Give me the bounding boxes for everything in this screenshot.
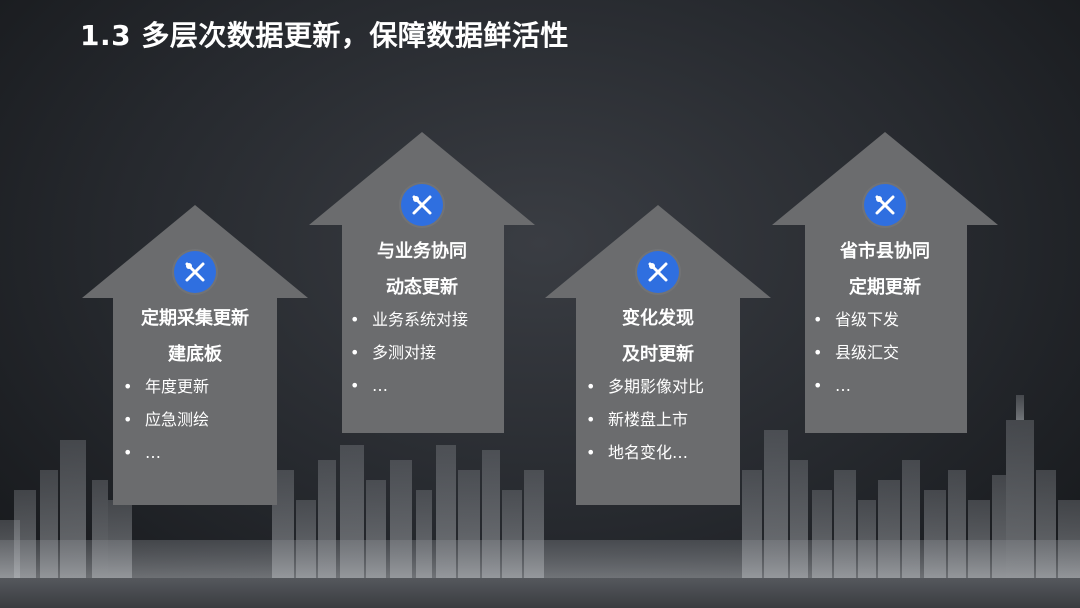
tools-icon <box>637 251 679 293</box>
list-item: 年度更新 <box>119 370 308 403</box>
bullet-list: 年度更新 应急测绘 … <box>119 370 308 469</box>
house-heading: 省市县协同 定期更新 <box>840 241 930 298</box>
tools-icon <box>864 184 906 226</box>
house-card-2: 与业务协同 动态更新 业务系统对接 多测对接 … <box>309 132 535 433</box>
list-item: 新楼盘上市 <box>582 403 771 436</box>
list-item: 省级下发 <box>809 303 998 336</box>
house-heading: 定期采集更新 建底板 <box>141 308 249 365</box>
house-card-4: 省市县协同 定期更新 省级下发 县级汇交 … <box>772 132 998 433</box>
house-heading: 与业务协同 动态更新 <box>377 241 467 298</box>
bullet-list: 多期影像对比 新楼盘上市 地名变化… <box>582 370 771 469</box>
list-item: … <box>119 436 308 469</box>
list-item: 多测对接 <box>346 336 535 369</box>
list-item: 应急测绘 <box>119 403 308 436</box>
slide-title: 1.3 多层次数据更新，保障数据鲜活性 <box>80 19 569 52</box>
list-item: 县级汇交 <box>809 336 998 369</box>
list-item: 地名变化… <box>582 436 771 469</box>
house-card-3: 变化发现 及时更新 多期影像对比 新楼盘上市 地名变化… <box>545 205 771 505</box>
list-item: … <box>346 369 535 402</box>
list-item: … <box>809 369 998 402</box>
list-item: 业务系统对接 <box>346 303 535 336</box>
list-item: 多期影像对比 <box>582 370 771 403</box>
house-heading: 变化发现 及时更新 <box>622 308 694 365</box>
bullet-list: 省级下发 县级汇交 … <box>809 303 998 402</box>
house-card-1: 定期采集更新 建底板 年度更新 应急测绘 … <box>82 205 308 505</box>
bullet-list: 业务系统对接 多测对接 … <box>346 303 535 402</box>
tools-icon <box>401 184 443 226</box>
tools-icon <box>174 251 216 293</box>
